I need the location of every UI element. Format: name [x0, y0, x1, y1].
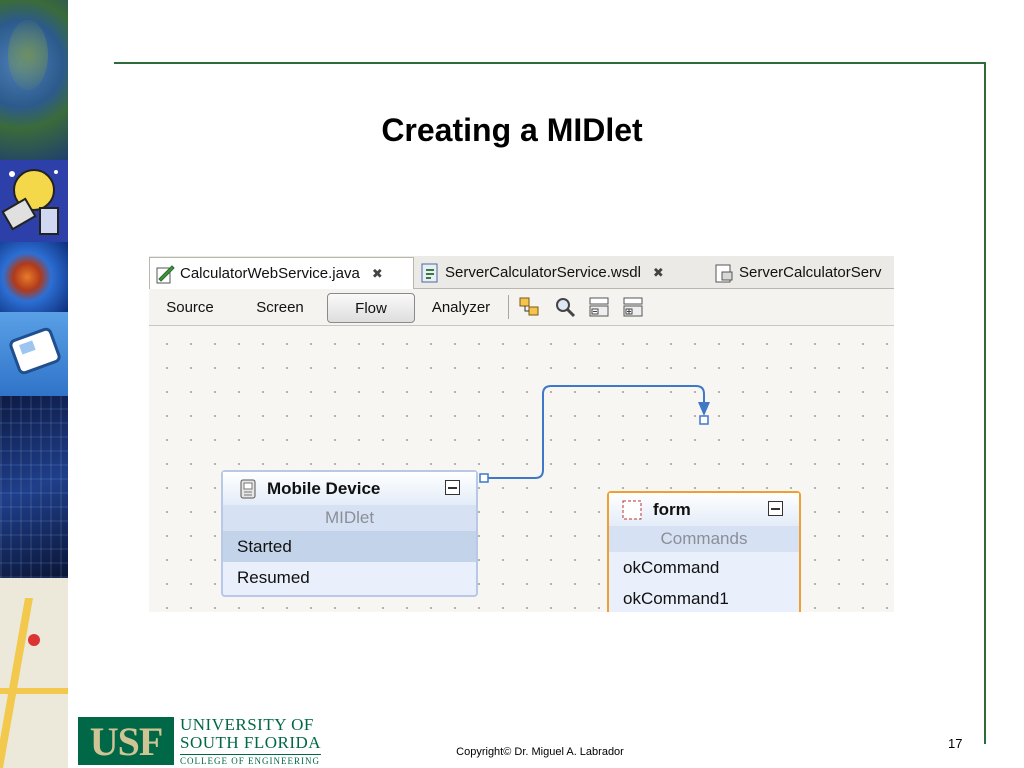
source-view-button[interactable]: Source [166, 298, 214, 316]
flow-connector[interactable] [149, 326, 894, 612]
screen-view-button[interactable]: Screen [256, 298, 304, 316]
logo-line-3: COLLEGE OF ENGINEERING [180, 754, 322, 766]
frame-right-line [984, 62, 986, 744]
collapse-all-icon[interactable] [587, 295, 611, 319]
designer-toolbar: Source Screen Flow Analyzer [149, 289, 894, 326]
analyzer-view-button[interactable]: Analyzer [431, 298, 491, 316]
copyright-text: Copyright© Dr. Miguel A. Labrador [456, 746, 624, 758]
flow-design-canvas[interactable]: Mobile Device MIDlet Started Resumed for… [149, 326, 894, 612]
tab-server-calculator-client[interactable]: ServerCalculatorServ [709, 257, 894, 288]
flow-view-button[interactable]: Flow [327, 293, 415, 323]
mobile-device-icon [240, 479, 256, 498]
node-row-okcommand1[interactable]: okCommand1 [623, 589, 729, 608]
slide-title: Creating a MIDlet [381, 112, 643, 148]
close-tab-icon[interactable]: ✖ [652, 264, 664, 280]
usf-logo: USF UNIVERSITY OF SOUTH FLORIDA COLLEGE … [78, 715, 322, 766]
tab-label: ServerCalculatorService.wsdl [445, 264, 641, 281]
frame-top-line [114, 62, 986, 64]
tab-calculator-web-service[interactable]: CalculatorWebService.java ✖ [149, 257, 414, 289]
satellite-cartoon-image [0, 160, 68, 242]
ide-screenshot: CalculatorWebService.java ✖ ServerCalcul… [149, 256, 894, 612]
street-map-image [0, 578, 68, 768]
usf-logo-text: UNIVERSITY OF SOUTH FLORIDA COLLEGE OF E… [180, 715, 322, 766]
collapse-node-icon[interactable] [445, 480, 460, 495]
node-row-started[interactable]: Started [223, 531, 476, 562]
form-icon [622, 500, 642, 519]
connector-target-port[interactable] [699, 415, 709, 425]
java-file-icon [156, 264, 175, 283]
tab-label: CalculatorWebService.java [180, 265, 360, 282]
node-row-okcommand[interactable]: okCommand [623, 558, 720, 577]
node-row-resumed[interactable]: Resumed [237, 568, 310, 587]
form-header[interactable]: form [609, 493, 799, 526]
tab-server-calculator-wsdl[interactable]: ServerCalculatorService.wsdl ✖ [415, 257, 705, 288]
node-title: Mobile Device [267, 478, 381, 498]
page-number: 17 [948, 736, 963, 751]
zoom-icon[interactable] [553, 295, 577, 319]
editor-tab-bar: CalculatorWebService.java ✖ ServerCalcul… [149, 256, 894, 289]
brain-scan-image [0, 242, 68, 312]
connector-source-port[interactable] [479, 473, 489, 483]
collapse-node-icon[interactable] [768, 501, 783, 516]
client-file-icon [715, 264, 733, 282]
close-tab-icon[interactable]: ✖ [371, 265, 383, 281]
circuit-board-image [0, 396, 68, 578]
usf-logo-mark: USF [78, 717, 174, 765]
mobile-device-node[interactable]: Mobile Device MIDlet Started Resumed [221, 470, 478, 597]
expand-all-icon[interactable] [621, 295, 645, 319]
decorative-image-strip [0, 0, 68, 768]
mobile-phone-image [0, 312, 68, 396]
mobile-device-header[interactable]: Mobile Device [223, 472, 476, 505]
wsdl-file-icon [421, 263, 438, 282]
node-subtitle: Commands [609, 526, 799, 552]
logo-line-1: UNIVERSITY OF [180, 715, 314, 734]
node-subtitle: MIDlet [223, 505, 476, 531]
form-node[interactable]: form Commands okCommand okCommand1 [607, 491, 801, 612]
earth-image [0, 0, 68, 160]
design-components-icon[interactable] [517, 295, 541, 319]
node-title: form [653, 499, 691, 519]
tab-label: ServerCalculatorServ [739, 264, 882, 281]
toolbar-separator [508, 295, 509, 319]
logo-line-2: SOUTH FLORIDA [180, 733, 322, 752]
